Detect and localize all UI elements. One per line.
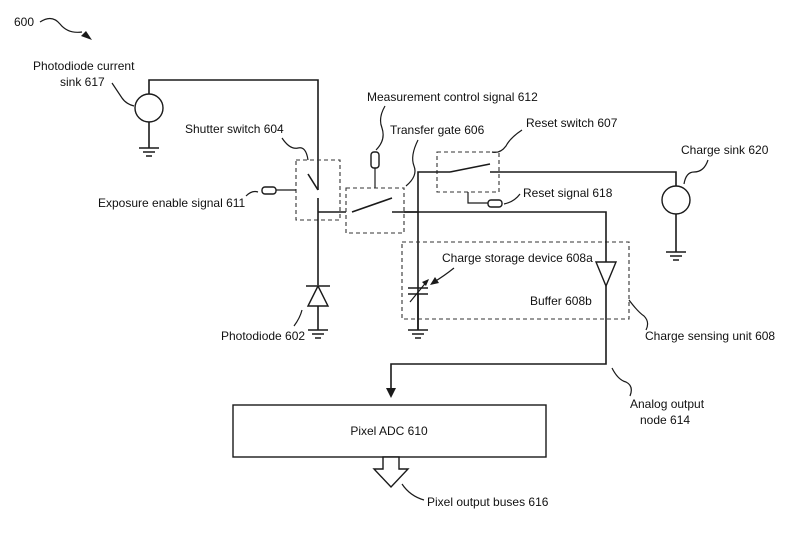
reset-signal-leader bbox=[503, 193, 521, 205]
reset-switch-left-wire bbox=[417, 171, 450, 330]
exposure-enable-signal-connector bbox=[261, 186, 277, 195]
ground-icon bbox=[408, 329, 428, 339]
charge-sensing-unit-label: Charge sensing unit 608 bbox=[645, 329, 775, 343]
transfer-gate-box bbox=[345, 187, 405, 234]
analog-output-node-leader bbox=[611, 367, 632, 397]
reset-switch-label: Reset switch 607 bbox=[526, 116, 618, 130]
buffer-label: Buffer 608b bbox=[530, 294, 592, 308]
pixel-output-buses-leader bbox=[401, 483, 425, 501]
shutter-switch-contact bbox=[307, 173, 319, 191]
charge-storage-device-arrowhead bbox=[430, 277, 439, 285]
reset-switch-contact bbox=[449, 163, 491, 173]
charge-storage-device-label: Charge storage device 608a bbox=[442, 251, 593, 265]
photodiode-current-sink-symbol bbox=[134, 93, 164, 123]
photodiode-current-sink-label-line2: sink 617 bbox=[60, 75, 105, 89]
buffer-triangle-icon bbox=[594, 261, 618, 288]
measurement-control-signal-leader bbox=[375, 105, 386, 151]
pixel-output-buses-label: Pixel output buses 616 bbox=[427, 495, 549, 509]
ground-icon bbox=[666, 251, 686, 261]
pixel-adc-box bbox=[232, 404, 547, 458]
photodiode-current-sink-top-wire bbox=[148, 79, 319, 190]
charge-sink-symbol bbox=[661, 185, 691, 215]
pixel-output-bus-arrow bbox=[372, 456, 410, 489]
reset-signal-connector bbox=[487, 199, 503, 208]
buffer-output-wire bbox=[390, 286, 607, 388]
figure-number-leader bbox=[39, 17, 83, 33]
transfer-gate-leader bbox=[405, 139, 419, 187]
ground-icon bbox=[139, 147, 159, 157]
reset-signal-wire bbox=[467, 192, 488, 204]
measurement-control-signal-connector bbox=[370, 151, 380, 169]
figure-number-arrowhead bbox=[81, 31, 92, 40]
capacitor-icon bbox=[408, 279, 429, 303]
charge-sink-leader bbox=[683, 159, 709, 185]
shutter-switch-label: Shutter switch 604 bbox=[185, 122, 284, 136]
charge-storage-device-pointer bbox=[433, 267, 455, 283]
analog-output-node-label-line1: Analog output bbox=[630, 397, 705, 411]
photodiode-current-sink-leader bbox=[111, 82, 135, 107]
photodiode-label: Photodiode 602 bbox=[221, 329, 305, 343]
photodiode-current-sink-label-line1: Photodiode current bbox=[33, 59, 135, 73]
reset-switch-leader bbox=[491, 129, 523, 153]
pixel-adc-label: Pixel ADC 610 bbox=[350, 424, 428, 438]
exposure-enable-signal-label: Exposure enable signal 611 bbox=[98, 196, 246, 210]
charge-sink-label: Charge sink 620 bbox=[681, 143, 769, 157]
measurement-control-signal-label: Measurement control signal 612 bbox=[367, 90, 538, 104]
buffer-output-arrowhead bbox=[386, 388, 396, 398]
ground-icon bbox=[308, 329, 328, 339]
reset-signal-label: Reset signal 618 bbox=[523, 186, 613, 200]
transfer-gate-label: Transfer gate 606 bbox=[390, 123, 485, 137]
reset-switch-right-wire bbox=[490, 171, 677, 186]
transfer-gate-contact bbox=[351, 197, 393, 213]
analog-output-node-label-line2: node 614 bbox=[640, 413, 690, 427]
buffer-input-wire bbox=[404, 211, 607, 262]
shutter-switch-leader bbox=[281, 137, 309, 161]
photodiode-icon bbox=[306, 284, 330, 307]
charge-sensing-unit-box bbox=[401, 241, 630, 320]
photodiode-leader bbox=[293, 309, 303, 327]
charge-sensing-unit-leader bbox=[628, 299, 649, 331]
exposure-enable-signal-leader bbox=[245, 190, 259, 197]
figure-number: 600 bbox=[14, 15, 34, 29]
